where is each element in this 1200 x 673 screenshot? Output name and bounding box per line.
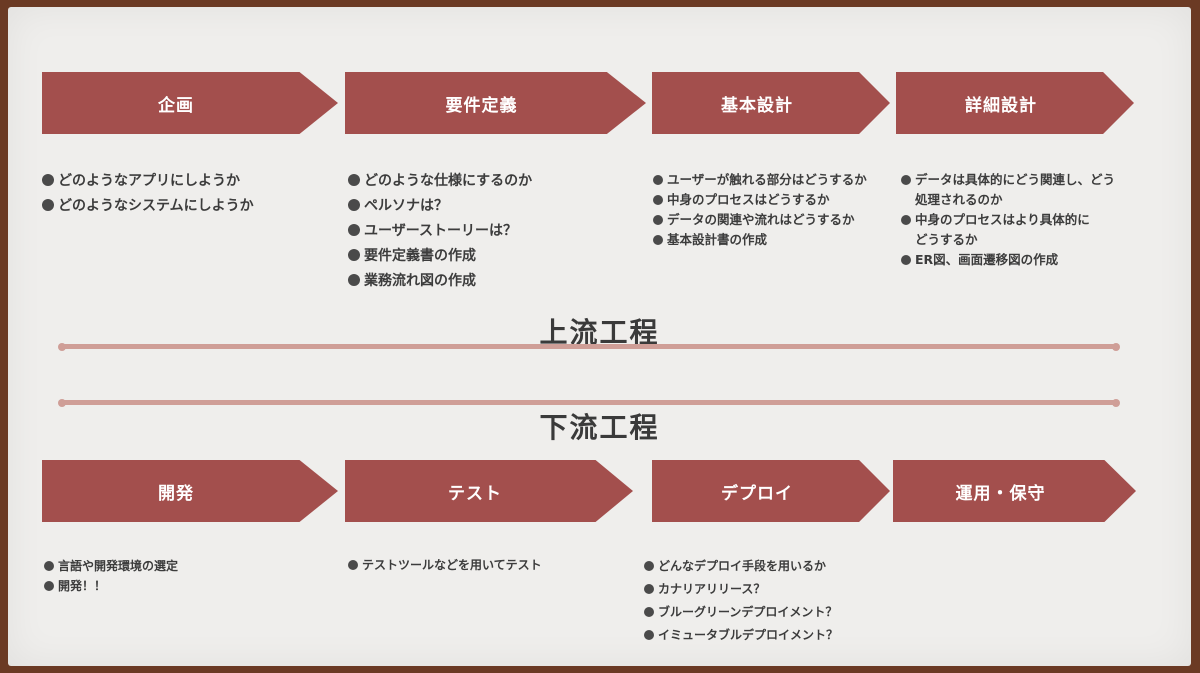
- step-items-shousai: データは具体的にどう関連し、どう 処理されるのか 中身のプロセスはより具体的に …: [901, 170, 1115, 270]
- step-items-test: テストツールなどを用いてテスト: [348, 555, 542, 575]
- step-items-kikaku: どのようなアプリにしようか どのようなシステムにしようか: [42, 169, 254, 219]
- step-label: 開発: [158, 483, 194, 504]
- list-item: 基本設計書の作成: [653, 230, 867, 250]
- list-item: どのような仕様にするのか: [348, 169, 532, 194]
- list-item: 開発！！: [44, 576, 178, 596]
- list-item: ユーザーが触れる部分はどうするか: [653, 170, 867, 190]
- step-arrow-unyou: 運用・保守: [893, 460, 1136, 522]
- downstream-divider: [58, 398, 1120, 407]
- step-arrow-deploy: デプロイ: [652, 460, 890, 522]
- step-label: 運用・保守: [955, 483, 1046, 504]
- list-item: どんなデプロイ手段を用いるか: [644, 555, 838, 578]
- list-item: ユーザーストーリーは？: [348, 219, 532, 244]
- list-item: 中身のプロセスはどうするか: [653, 190, 867, 210]
- step-items-deploy: どんなデプロイ手段を用いるか カナリアリリース？ ブルーグリーンデプロイメント？…: [644, 555, 838, 647]
- step-items-youken: どのような仕様にするのか ペルソナは？ ユーザーストーリーは？ 要件定義書の作成…: [348, 169, 532, 294]
- step-arrow-test: テスト: [345, 460, 633, 522]
- upstream-title: 上流工程: [539, 316, 660, 349]
- step-arrow-kaihatsu: 開発: [42, 460, 338, 522]
- list-item: データの関連や流れはどうするか: [653, 210, 867, 230]
- step-arrow-kikaku: 企画: [42, 72, 338, 134]
- step-label: 企画: [158, 95, 194, 116]
- step-arrow-kihon: 基本設計: [652, 72, 890, 134]
- list-item: 言語や開発環境の選定: [44, 556, 178, 576]
- list-item: ペルソナは？: [348, 194, 532, 219]
- list-item: テストツールなどを用いてテスト: [348, 555, 542, 575]
- list-item: 中身のプロセスはより具体的に: [901, 210, 1115, 230]
- list-item-continuation: 処理されるのか: [915, 192, 1003, 207]
- list-item: 業務流れ図の作成: [348, 269, 532, 294]
- list-item: ER図、画面遷移図の作成: [901, 250, 1115, 270]
- list-item: ブルーグリーンデプロイメント？: [644, 601, 838, 624]
- step-label: 基本設計: [721, 95, 793, 116]
- step-label: テスト: [448, 483, 502, 504]
- step-arrow-shousai: 詳細設計: [896, 72, 1134, 134]
- step-label: 要件定義: [445, 95, 518, 116]
- list-item: どのようなシステムにしようか: [42, 194, 254, 219]
- list-item: 要件定義書の作成: [348, 244, 532, 269]
- step-items-kihon: ユーザーが触れる部分はどうするか 中身のプロセスはどうするか データの関連や流れ…: [653, 170, 867, 250]
- slide: 企画 要件定義 基本設計 詳細設計 どのようなアプリにしようか どのようなシステ…: [8, 7, 1191, 666]
- step-items-kaihatsu: 言語や開発環境の選定 開発！！: [44, 556, 178, 596]
- upstream-divider: [58, 342, 1120, 351]
- list-item: データは具体的にどう関連し、どう: [901, 170, 1115, 190]
- list-item: カナリアリリース？: [644, 578, 838, 601]
- step-label: デプロイ: [721, 483, 793, 504]
- downstream-title: 下流工程: [539, 411, 660, 444]
- list-item: イミュータブルデプロイメント？: [644, 624, 838, 647]
- list-item: どのようなアプリにしようか: [42, 169, 254, 194]
- step-label: 詳細設計: [965, 95, 1037, 116]
- list-item-continuation: どうするか: [915, 232, 978, 247]
- step-arrow-youken: 要件定義: [345, 72, 646, 134]
